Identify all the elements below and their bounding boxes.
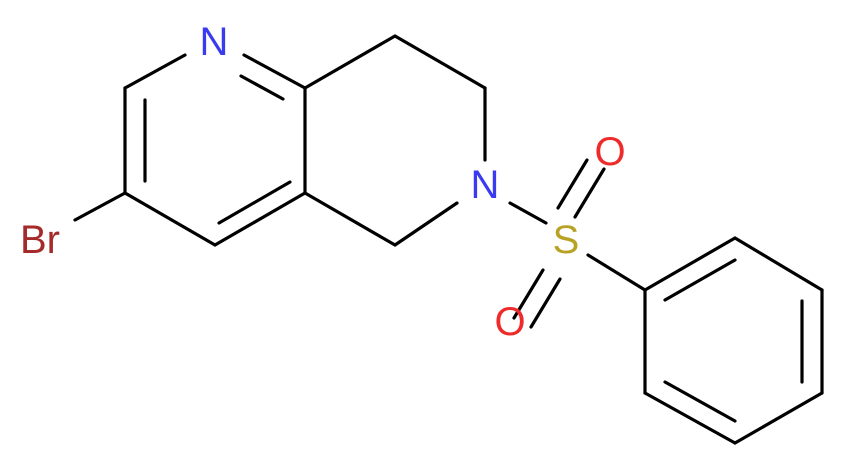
bond-s-cph	[586, 253, 647, 292]
bond-ph-4-5	[733, 391, 824, 445]
bonds	[73, 34, 824, 445]
bond-ph-1-2-inner	[663, 258, 737, 302]
atom-o2-label: O	[494, 300, 525, 344]
bond-ph-2-3	[733, 236, 824, 292]
atom-br-label: Br	[20, 218, 60, 262]
bond-n6-c5	[393, 201, 459, 247]
bond-s-o1-a	[556, 158, 589, 210]
atom-n6-label: N	[471, 163, 500, 207]
bond-c4-c4a	[213, 191, 307, 247]
bond-c8a-n1-inner	[239, 74, 285, 101]
bond-n6-s	[508, 201, 548, 225]
bond-ph-5-6-inner	[663, 380, 737, 423]
atom-s-label: S	[553, 218, 580, 262]
bond-n1-c2	[123, 53, 187, 90]
atom-n1-label: N	[200, 20, 229, 64]
bond-c3-br	[73, 191, 127, 222]
bond-ph-5-6	[643, 391, 737, 445]
bond-c3-c4	[123, 191, 217, 247]
bond-c4-c4a-inner	[217, 180, 292, 225]
atom-labels: N N S O O Br	[20, 20, 626, 344]
bond-c8a-c8	[303, 34, 397, 90]
bond-c8a-n1	[242, 53, 307, 90]
bond-c8-c7	[393, 34, 487, 90]
bond-c5-c4a	[303, 191, 397, 247]
bond-s-o1-b	[573, 167, 606, 219]
bond-s-o2-b	[529, 277, 562, 329]
bond-s-o2-a	[512, 268, 545, 320]
bond-ph-1-2	[643, 236, 737, 292]
atom-o1-label: O	[594, 130, 625, 174]
